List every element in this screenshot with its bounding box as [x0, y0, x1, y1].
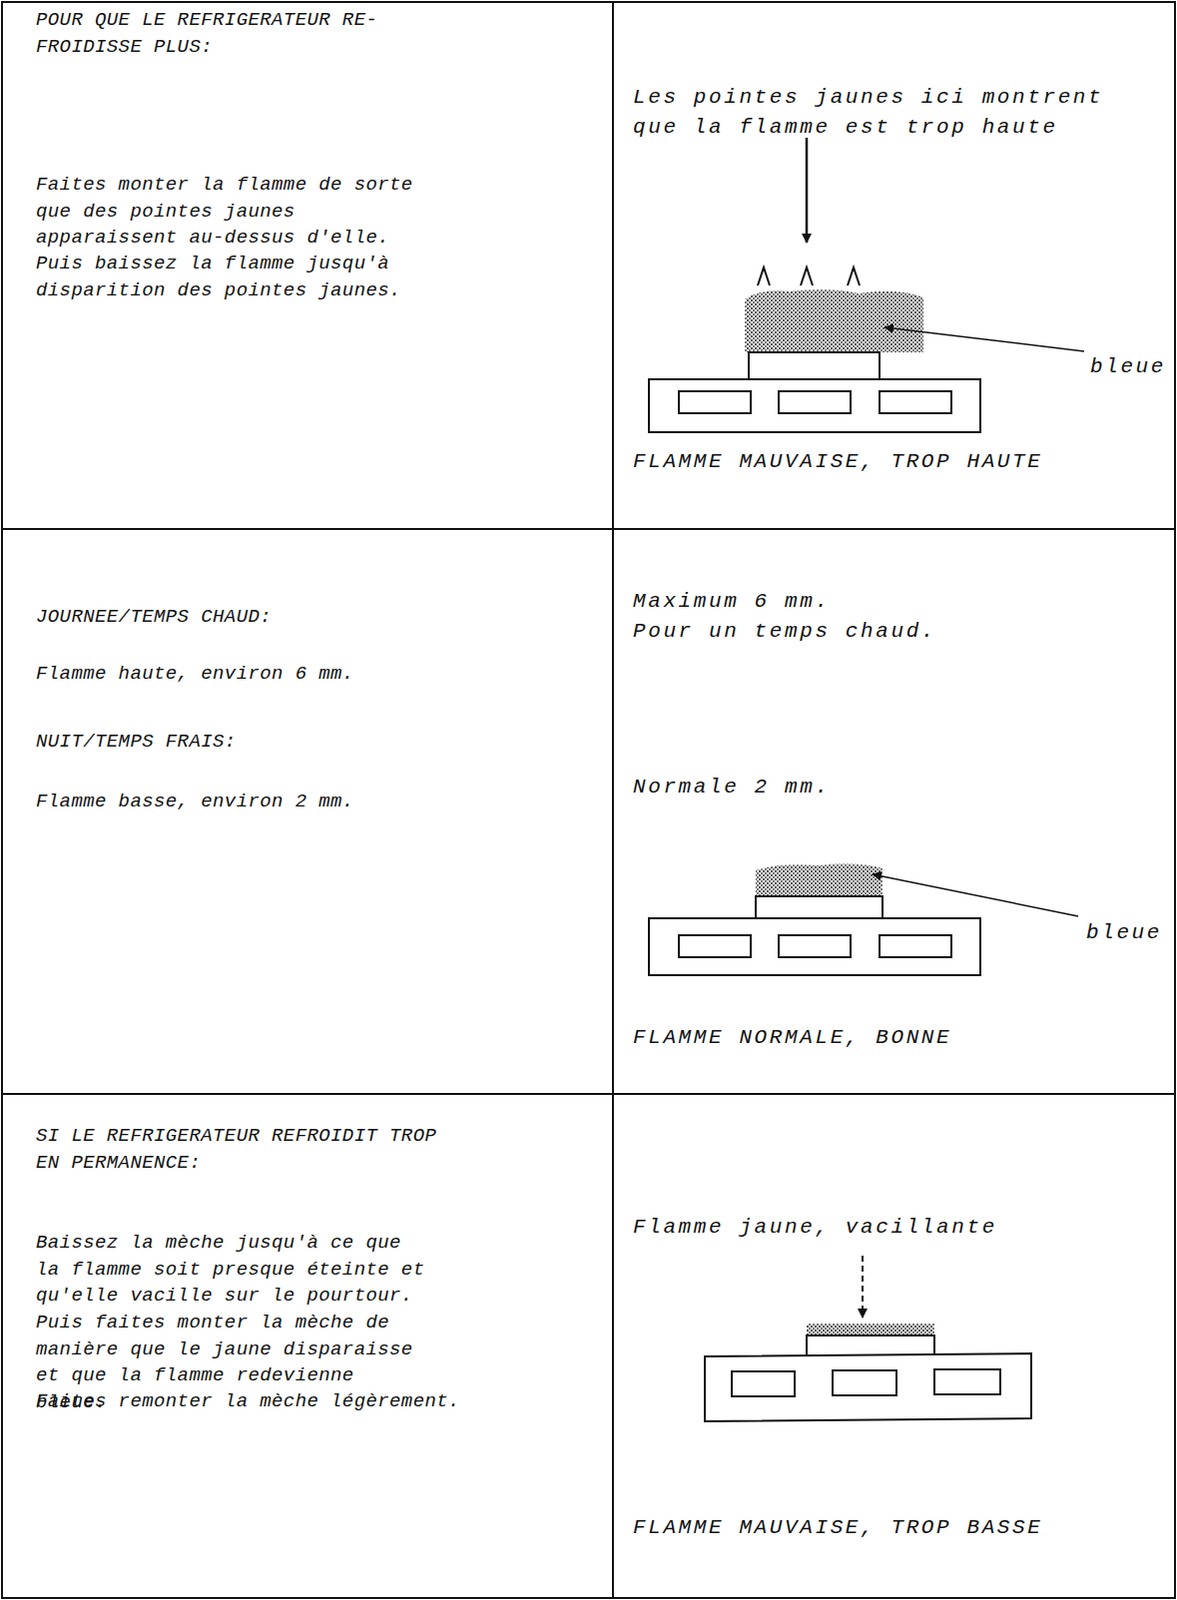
heading: SI LE REFRIGERATEUR REFROIDIT TROP EN PE… [35, 1123, 444, 1177]
figure-caption: FLAMME MAUVAISE, TROP BASSE [632, 1513, 1043, 1544]
instruction: Baissez la mèche jusqu'à ce que la flamm… [35, 1229, 432, 1310]
color-label: bleue [1086, 918, 1163, 949]
note: Pour un temps chaud. [632, 616, 937, 647]
color-label: bleue [1090, 352, 1167, 383]
instruction: Faites remonter la mèche légèrement. [35, 1388, 461, 1416]
note: Normale 2 mm. [632, 772, 831, 803]
figure-caption: FLAMME NORMALE, BONNE [632, 1023, 952, 1054]
callout-note: Flamme jaune, vacillante [632, 1212, 998, 1243]
instruction: Flamme haute, environ 6 mm. [35, 660, 355, 688]
note: Maximum 6 mm. [632, 587, 831, 617]
heading: POUR QUE LE REFRIGERATEUR RE- FROIDISSE … [35, 6, 444, 60]
heading: NUIT/TEMPS FRAIS: [35, 728, 237, 756]
callout-note: Les pointes jaunes ici montrent que la f… [632, 82, 1123, 142]
instruction: Flamme basse, environ 2 mm. [35, 788, 355, 816]
instruction: Faites monter la flamme de sorte que des… [35, 171, 444, 252]
burner-low-flame [704, 1255, 1032, 1422]
burner-high-flame [648, 137, 1085, 433]
figure-caption: FLAMME MAUVAISE, TROP HAUTE [632, 447, 1043, 478]
burner-normal-flame [648, 864, 1079, 976]
instruction: Puis baissez la flamme jusqu'à dispariti… [35, 250, 444, 304]
heading: JOURNEE/TEMPS CHAUD: [35, 603, 272, 631]
